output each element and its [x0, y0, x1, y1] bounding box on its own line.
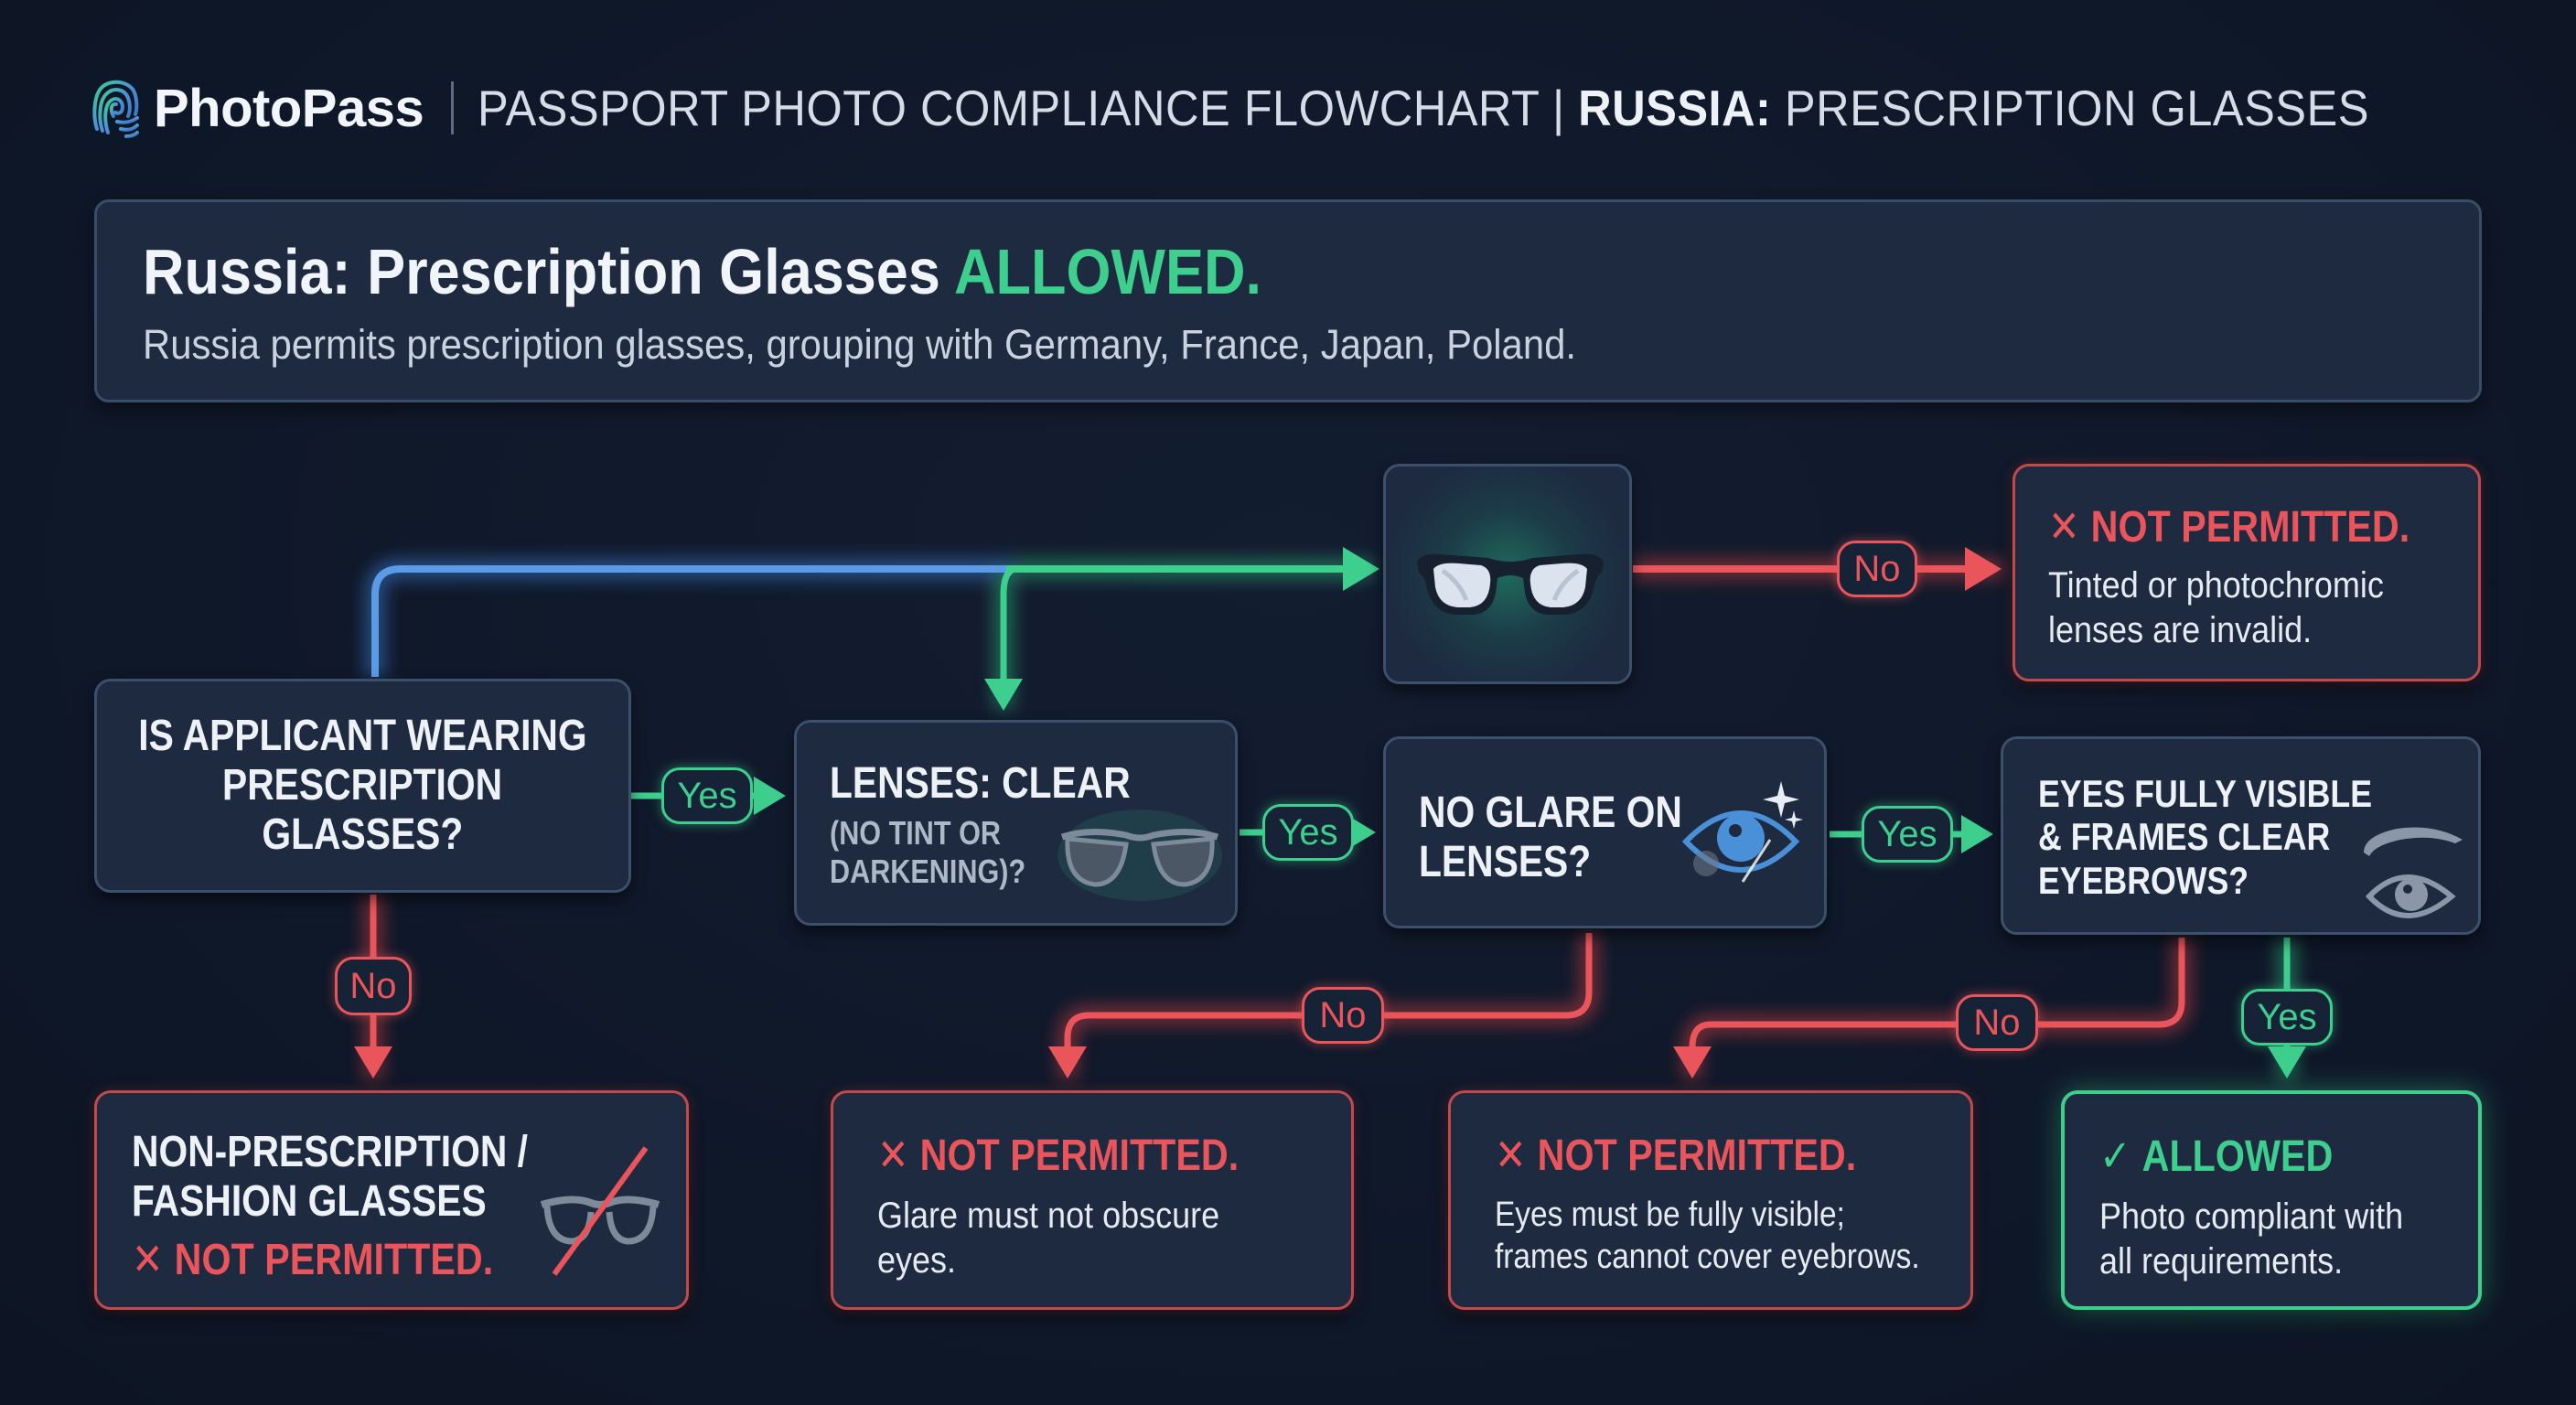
title-suffix: PRESCRIPTION GLASSES: [1771, 80, 2370, 136]
glare-title: NOT PERMITTED.: [919, 1131, 1240, 1180]
x-mark-icon: ✕: [132, 1236, 164, 1285]
allowed-line-1: Photo compliant with: [2099, 1196, 2404, 1237]
tinted-line-1: Tinted or photochromic: [2048, 565, 2384, 606]
title-prefix: PASSPORT PHOTO COMPLIANCE FLOWCHART |: [478, 80, 1579, 136]
tinted-line-2: lenses are invalid.: [2048, 609, 2313, 650]
allowed-title: ALLOWED: [2141, 1132, 2334, 1181]
x-mark-icon: ✕: [2048, 503, 2080, 552]
outcome-glare-not-permitted: ✕NOT PERMITTED. Glare must not obscure e…: [831, 1090, 1354, 1310]
q1-line-3: GLASSES?: [262, 810, 464, 860]
question-no-glare: NO GLARE ON LENSES?: [1383, 736, 1827, 928]
header: PhotoPass PASSPORT PHOTO COMPLIANCE FLOW…: [91, 71, 2534, 145]
edge-label-q4-no: No: [1956, 994, 2038, 1051]
outcome-eyebrows-not-permitted: ✕NOT PERMITTED. Eyes must be fully visib…: [1448, 1090, 1973, 1310]
banner-title: Russia: Prescription Glasses ALLOWED.: [143, 235, 2205, 308]
brand-name: PhotoPass: [154, 78, 424, 138]
clear-glasses-icon: [1417, 553, 1604, 615]
q4-line-1: EYES FULLY VISIBLE: [2038, 772, 2373, 815]
clear-glasses-illustration: [1383, 464, 1632, 684]
eye-eyebrow-icon: [2364, 827, 2463, 918]
banner-title-main: Russia: Prescription Glasses: [143, 236, 955, 307]
outcome-tinted-not-permitted: ✕NOT PERMITTED. Tinted or photochromic l…: [2012, 464, 2481, 681]
edge-label-q2-yes: Yes: [1262, 804, 1354, 861]
tinted-title: NOT PERMITTED.: [2090, 502, 2410, 552]
eyebrows-line-2: frames cannot cover eyebrows.: [1495, 1238, 1920, 1277]
eyebrows-title: NOT PERMITTED.: [1537, 1131, 1857, 1180]
check-mark-icon: ✓: [2099, 1132, 2131, 1181]
edge-label-q4-yes: Yes: [2241, 989, 2333, 1046]
fingerprint-icon: [92, 80, 139, 138]
fashion-line-1: NON-PRESCRIPTION /: [132, 1128, 528, 1176]
question-eyes-visible-eyebrows: EYES FULLY VISIBLE & FRAMES CLEAR EYEBRO…: [2001, 736, 2481, 935]
summary-banner: Russia: Prescription Glasses ALLOWED. Ru…: [94, 199, 2482, 402]
x-mark-icon: ✕: [1495, 1132, 1527, 1180]
crossed-glasses-icon: [540, 1146, 660, 1276]
header-divider: [451, 81, 455, 134]
banner-status: ALLOWED.: [954, 236, 1262, 307]
question-lenses-clear: LENSES: CLEAR (NO TINT OR DARKENING)?: [794, 720, 1238, 926]
sunglasses-icon: [1057, 810, 1222, 901]
eye-glare-icon: [1681, 781, 1803, 883]
edge-label-q3-yes: Yes: [1862, 806, 1953, 863]
allowed-status: ✓ALLOWED: [2099, 1131, 2425, 1182]
edge-label-glasses-no: No: [1837, 541, 1917, 597]
title-country: RUSSIA:: [1578, 80, 1772, 136]
allowed-line-2: all requirements.: [2099, 1240, 2344, 1282]
tinted-status: ✕NOT PERMITTED.: [2048, 501, 2418, 552]
edge-label-q1-yes: Yes: [661, 767, 753, 824]
glare-status: ✕NOT PERMITTED.: [877, 1130, 1284, 1181]
q2-sub-2: DARKENING)?: [830, 852, 1026, 890]
q2-title: LENSES: CLEAR: [830, 759, 1131, 808]
x-mark-icon: ✕: [877, 1132, 909, 1180]
banner-subtitle: Russia permits prescription glasses, gro…: [143, 321, 1577, 368]
question-wearing-prescription-glasses: IS APPLICANT WEARING PRESCRIPTION GLASSE…: [94, 679, 631, 893]
edge-label-q1-no: No: [335, 957, 412, 1015]
q1-line-2: PRESCRIPTION: [222, 760, 503, 810]
fashion-title: NOT PERMITTED.: [174, 1235, 494, 1284]
q3-line-1: NO GLARE ON: [1419, 788, 1682, 837]
edge-label-q3-no: No: [1302, 987, 1384, 1044]
eyebrows-status: ✕NOT PERMITTED.: [1495, 1130, 1904, 1181]
outcome-allowed: ✓ALLOWED Photo compliant with all requir…: [2061, 1090, 2482, 1310]
fashion-status: ✕NOT PERMITTED.: [132, 1234, 608, 1285]
glare-line-1: Glare must not obscure: [877, 1196, 1220, 1236]
fashion-line-2: FASHION GLASSES: [132, 1177, 487, 1227]
glare-line-2: eyes.: [877, 1239, 957, 1281]
q4-line-3: EYEBROWS?: [2038, 858, 2249, 902]
outcome-fashion-glasses: NON-PRESCRIPTION / FASHION GLASSES ✕NOT …: [94, 1090, 689, 1310]
page-title: PASSPORT PHOTO COMPLIANCE FLOWCHART | RU…: [478, 79, 2369, 137]
q2-sub-1: (NO TINT OR: [830, 814, 1001, 853]
q1-line-1: IS APPLICANT WEARING: [138, 711, 587, 760]
q4-line-2: & FRAMES CLEAR: [2038, 815, 2331, 859]
eyebrows-line-1: Eyes must be fully visible;: [1495, 1196, 1845, 1234]
q3-line-2: LENSES?: [1419, 838, 1592, 887]
